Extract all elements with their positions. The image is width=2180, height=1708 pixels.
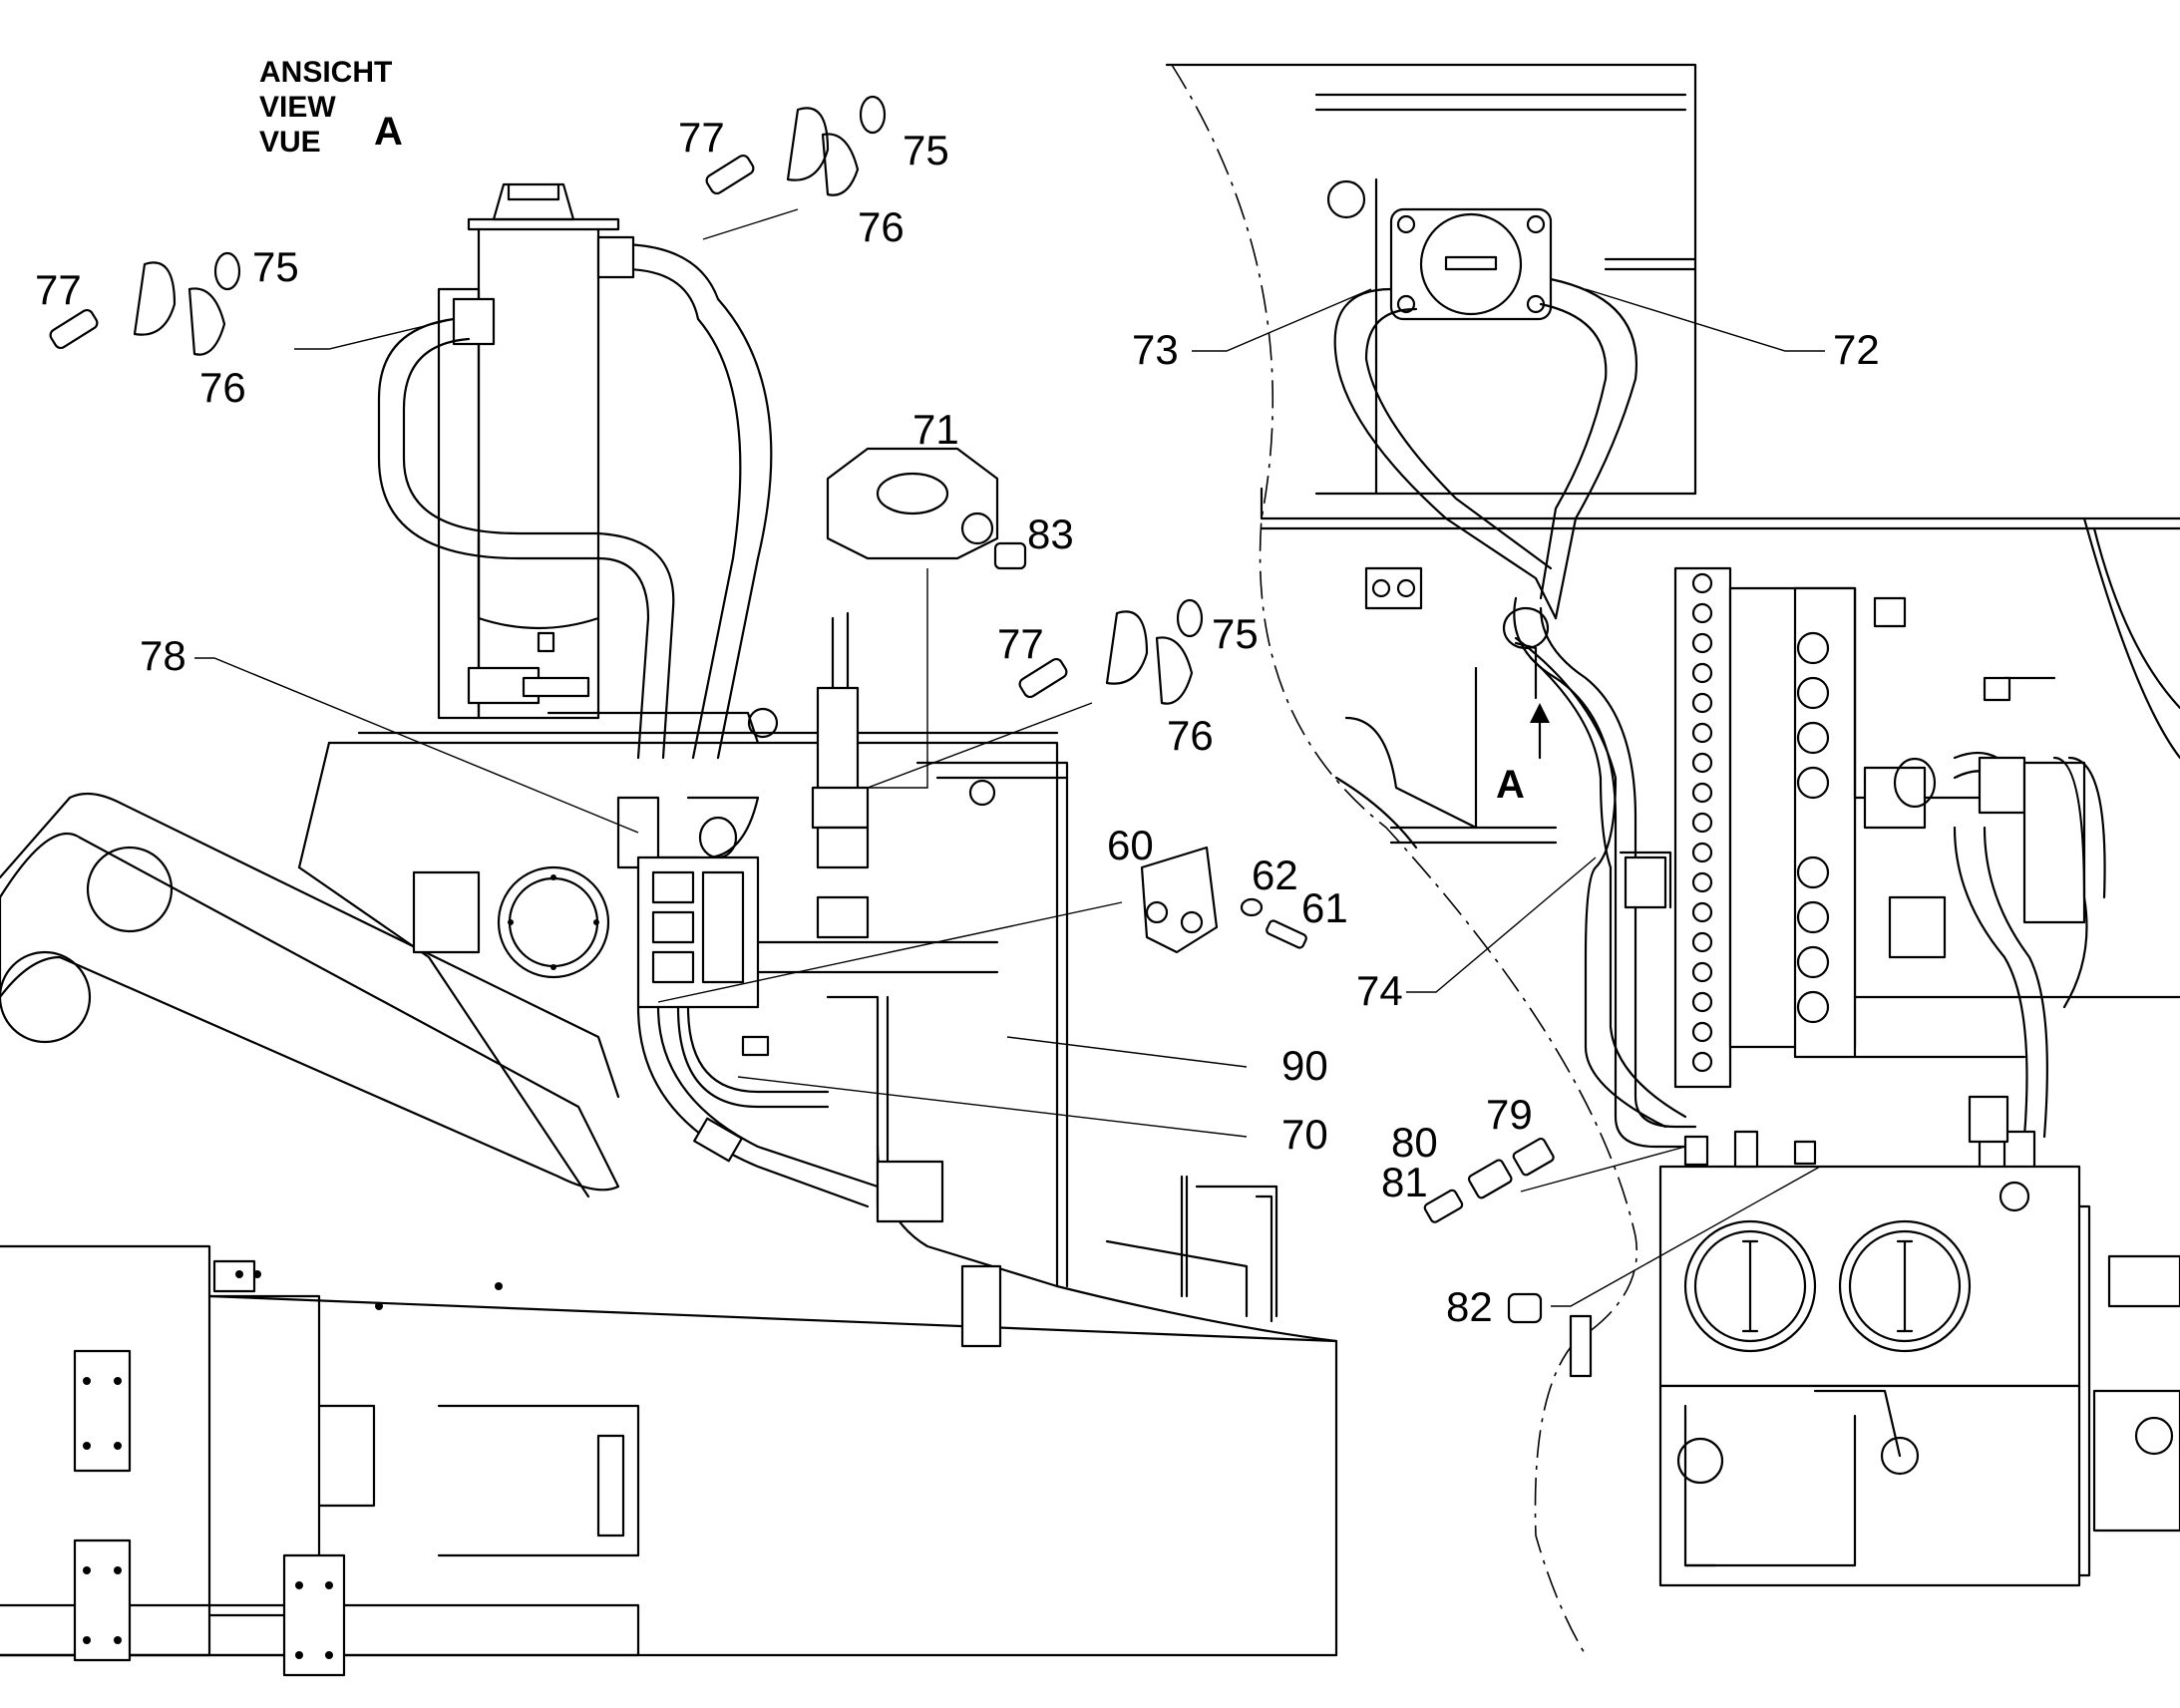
valve-block-center <box>636 611 999 1208</box>
callout-78: 78 <box>140 632 186 679</box>
callout-76: 76 <box>1167 712 1214 759</box>
callout-60: 60 <box>1107 822 1154 868</box>
flange-adapter-71 <box>826 447 1027 789</box>
callout-82: 82 <box>1446 1283 1493 1330</box>
callouts: 77 75 76 77 75 76 71 83 77 75 76 78 60 6… <box>35 114 1880 1330</box>
main-frame-left <box>0 707 1338 1677</box>
callout-72: 72 <box>1833 326 1880 373</box>
callout-62: 62 <box>1252 852 1298 898</box>
callout-61: 61 <box>1301 884 1348 931</box>
flange-clamp-set-right <box>867 598 1204 789</box>
callout-79: 79 <box>1486 1091 1533 1138</box>
right-cutaway-section: A <box>1165 63 2180 1656</box>
fitting-set-79-81 <box>1423 1137 1686 1223</box>
callout-76: 76 <box>858 203 905 250</box>
frame-hole-lower <box>0 950 92 1044</box>
hydraulic-filter-housing <box>437 182 620 720</box>
view-direction-letter: A <box>1496 763 1525 807</box>
callout-75: 75 <box>903 127 949 173</box>
callout-71: 71 <box>912 406 959 453</box>
manifold-ports <box>1691 572 1713 1073</box>
valve-spools <box>1796 631 1830 1024</box>
view-title: ANSICHT VIEW VUE A <box>259 56 403 159</box>
callout-81: 81 <box>1381 1159 1428 1205</box>
callout-73: 73 <box>1132 326 1179 373</box>
callout-77: 77 <box>997 620 1044 667</box>
callout-75: 75 <box>1212 610 1259 657</box>
callout-70: 70 <box>1281 1111 1328 1158</box>
callout-76: 76 <box>199 364 246 411</box>
leader-lines <box>194 288 1825 1138</box>
plug-82 <box>1507 1166 1821 1324</box>
view-title-line-1: ANSICHT <box>259 56 392 89</box>
flange-clamp-set-left <box>49 251 455 356</box>
view-direction-arrow: A <box>1496 703 1550 807</box>
hose-assembly-left <box>377 235 773 869</box>
bracket-60-assembly <box>657 846 1307 1003</box>
callout-83: 83 <box>1027 511 1074 557</box>
hydraulic-reservoir <box>1569 1095 2180 1587</box>
view-title-line-3: VUE <box>259 126 321 159</box>
callout-77: 77 <box>678 114 725 161</box>
callout-75: 75 <box>252 243 299 290</box>
callout-80: 80 <box>1391 1119 1438 1166</box>
flange-clamp-set-top <box>702 95 887 240</box>
callout-74: 74 <box>1356 967 1403 1014</box>
view-title-line-2: VIEW <box>259 91 336 124</box>
view-title-letter: A <box>374 110 403 154</box>
frame-hole <box>86 846 174 933</box>
callout-77: 77 <box>35 266 82 313</box>
callout-90: 90 <box>1281 1042 1328 1089</box>
